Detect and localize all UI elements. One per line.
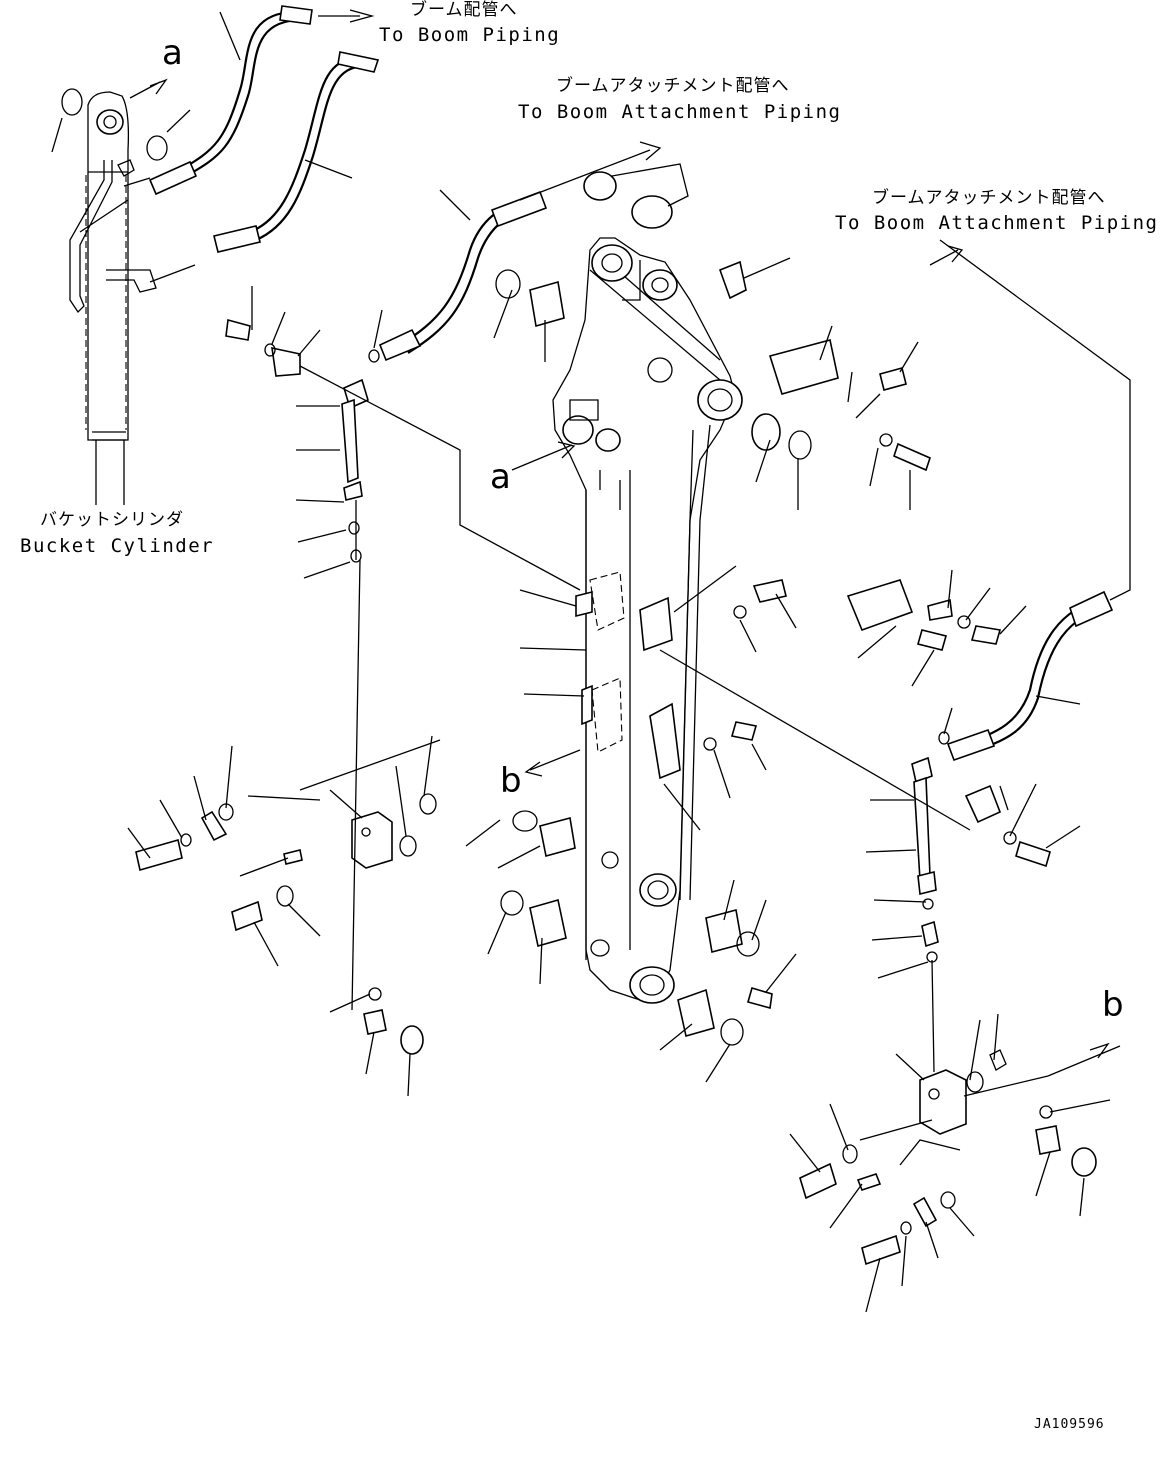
- connector-block-right: [659, 649, 1121, 1266]
- drawing-code: JA109596: [1034, 1417, 1105, 1432]
- label-bucket-cylinder-en: Bucket Cylinder: [20, 535, 215, 557]
- leader-lines: [127, 257, 1111, 1313]
- label-attach-piping-center-jp: ブームアタッチメント配管へ: [556, 76, 790, 96]
- arm-assembly: [552, 237, 743, 1004]
- arrow-view-b-arm: [524, 749, 581, 777]
- hose-to-attachment-center: [378, 141, 662, 362]
- hose-to-boom-piping: [148, 5, 375, 196]
- label-bucket-cylinder-jp: バケットシリンダ: [40, 510, 184, 530]
- pin-assembly-middle: [846, 579, 1002, 651]
- label-attach-piping-right-jp: ブームアタッチメント配管へ: [872, 188, 1106, 208]
- leader-lines-left: [51, 11, 353, 283]
- arrow-view-a: [129, 78, 168, 99]
- view-marker-b-right: b: [1102, 985, 1124, 1025]
- seal-ring: [146, 135, 168, 161]
- hose-to-boom-piping-2: [213, 51, 380, 253]
- view-marker-a-top: a: [162, 33, 183, 73]
- seal-ring: [61, 88, 83, 116]
- bushings-lower: [500, 579, 787, 1046]
- hose-to-attachment-right: [929, 239, 1131, 762]
- label-attach-piping-right-en: To Boom Attachment Piping: [835, 212, 1159, 234]
- view-marker-a-arm: a: [490, 457, 511, 497]
- bucket-cylinder: [69, 91, 157, 505]
- connector-block-left: [135, 318, 581, 1055]
- label-boom-piping-jp: ブーム配管へ: [410, 0, 518, 20]
- label-boom-piping-en: To Boom Piping: [379, 24, 561, 46]
- bushings-upper: [495, 163, 931, 472]
- label-attach-piping-center-en: To Boom Attachment Piping: [518, 101, 842, 123]
- view-marker-b-arm: b: [500, 761, 522, 801]
- arrow-view-a-arm: [511, 441, 576, 471]
